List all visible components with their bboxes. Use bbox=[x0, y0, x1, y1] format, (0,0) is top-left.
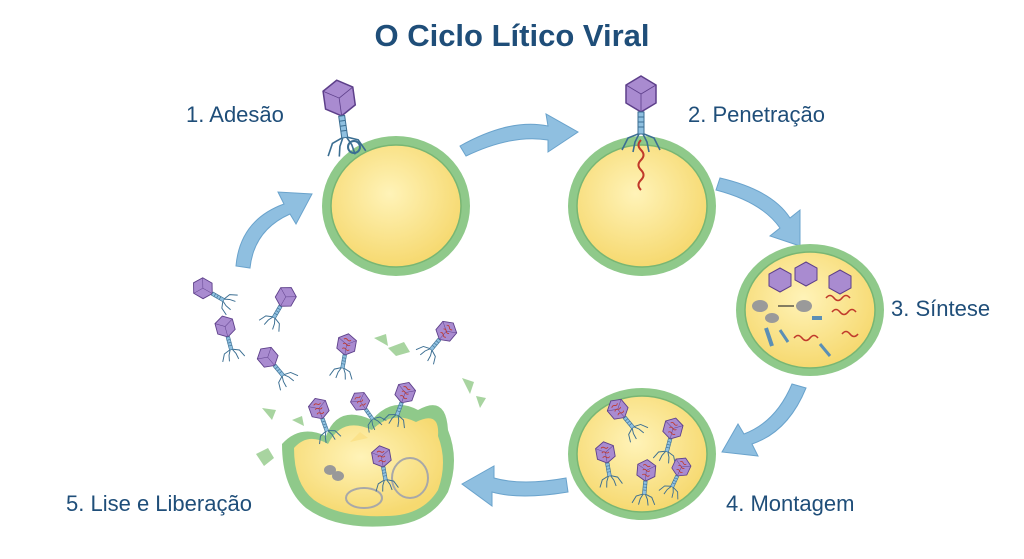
arrow-release-to-adhesion-icon bbox=[235, 191, 313, 269]
cell-synthesis bbox=[736, 244, 884, 376]
arrow-synthesis-to-assembly-icon bbox=[721, 383, 807, 457]
stage-name: Síntese bbox=[915, 296, 991, 321]
free-phage-icon bbox=[251, 341, 300, 392]
stage-number: 4. bbox=[726, 491, 745, 516]
stage-number: 5. bbox=[66, 491, 85, 516]
ribosome-icon bbox=[796, 300, 812, 312]
stage-label-assembly: 4. Montagem bbox=[726, 491, 854, 517]
arrow-assembly-to-lysis-icon bbox=[461, 465, 569, 507]
capsid-icon bbox=[768, 267, 792, 293]
cycle-arrows bbox=[235, 113, 807, 507]
arrow-penetration-to-synthesis-icon bbox=[715, 177, 801, 247]
stage-label-synthesis: 3. Síntese bbox=[891, 296, 990, 322]
tail-part-icon bbox=[764, 327, 774, 347]
tail-part-icon bbox=[778, 329, 790, 343]
capsid-icon bbox=[828, 269, 852, 295]
membrane-fragment-icon bbox=[262, 408, 276, 420]
stage-label-adhesion: 1. Adesão bbox=[186, 102, 284, 128]
free-phage-icon bbox=[210, 312, 246, 364]
stage-number: 3. bbox=[891, 296, 910, 321]
cell-lysis bbox=[256, 316, 486, 527]
free-phage-icon bbox=[187, 272, 240, 316]
viral-dna-icon bbox=[825, 294, 851, 302]
ribosome-icon bbox=[765, 313, 779, 323]
stage-number: 2. bbox=[688, 102, 707, 127]
stage-name: Montagem bbox=[750, 491, 855, 516]
free-phages bbox=[187, 272, 302, 392]
diagram-title: O Ciclo Lítico Viral bbox=[374, 18, 650, 53]
membrane-fragment-icon bbox=[388, 342, 410, 356]
tail-part-icon bbox=[818, 343, 832, 357]
capsid-icon bbox=[794, 261, 818, 287]
cell-assembly bbox=[568, 388, 716, 520]
membrane-fragment-icon bbox=[256, 448, 274, 466]
viral-dna-icon bbox=[793, 334, 819, 342]
released-phage-icon bbox=[415, 316, 462, 366]
stage-name: Lise e Liberação bbox=[90, 491, 252, 516]
cell-adhesion bbox=[317, 76, 470, 276]
membrane-fragment-icon bbox=[462, 378, 474, 394]
ribosome-icon bbox=[752, 300, 768, 312]
released-phage-icon bbox=[329, 332, 359, 381]
stage-name: Adesão bbox=[209, 102, 284, 127]
stage-number: 1. bbox=[186, 102, 205, 127]
membrane-fragment-icon bbox=[292, 416, 304, 426]
arrow-adhesion-to-penetration-icon bbox=[459, 113, 579, 157]
viral-dna-icon bbox=[637, 139, 645, 191]
stage-label-lysis-release: 5. Lise e Liberação bbox=[66, 491, 252, 517]
cell-penetration bbox=[568, 75, 716, 276]
membrane-fragment-icon bbox=[374, 334, 388, 346]
stage-name: Penetração bbox=[712, 102, 826, 127]
membrane-fragment-icon bbox=[476, 396, 486, 408]
membrane-fragment-icon bbox=[350, 432, 368, 442]
viral-dna-icon bbox=[841, 330, 859, 338]
viral-dna-icon bbox=[831, 308, 857, 316]
free-phage-icon bbox=[258, 281, 302, 334]
stage-label-penetration: 2. Penetração bbox=[688, 102, 825, 128]
